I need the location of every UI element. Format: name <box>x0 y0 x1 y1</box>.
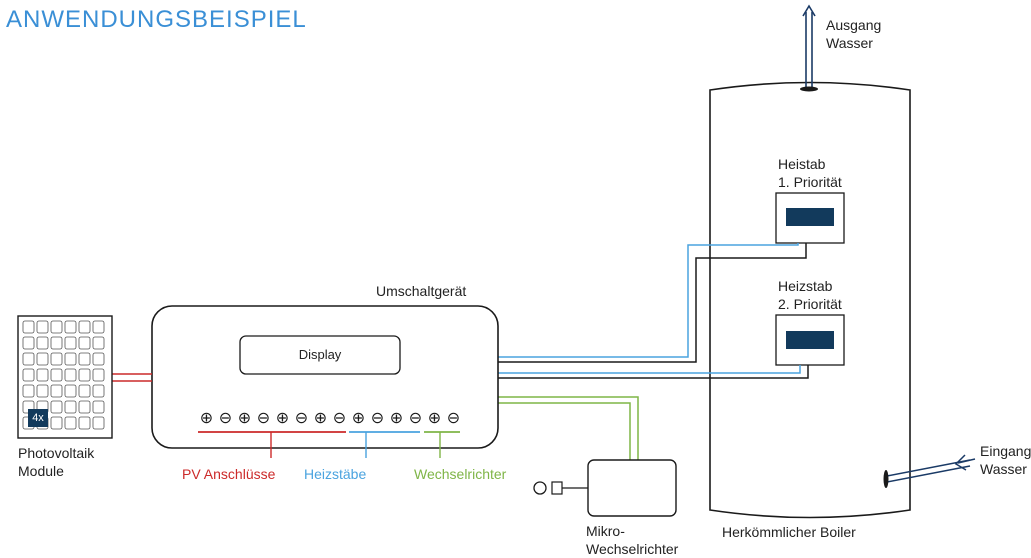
pv-cell <box>78 352 91 366</box>
inverter-ports-label: Wechselrichter <box>414 466 507 482</box>
pv-cell <box>64 336 77 350</box>
pv-cell <box>50 416 63 430</box>
pv-cell <box>36 384 49 398</box>
pv-cell <box>92 336 105 350</box>
pv-cell <box>36 352 49 366</box>
pv-modules-label: Photovoltaik Module <box>18 444 94 480</box>
pv-wires <box>112 373 152 382</box>
terminal-minus: ⊖ <box>370 410 385 427</box>
pv-cell <box>22 384 35 398</box>
terminal-plus: ⊕ <box>389 410 404 427</box>
terminal-minus: ⊖ <box>256 410 271 427</box>
pv-cell <box>50 368 63 382</box>
pv-cell <box>78 384 91 398</box>
inverter-wires <box>498 396 639 460</box>
terminal-minus: ⊖ <box>218 410 233 427</box>
pv-cell <box>78 400 91 414</box>
pv-cell <box>36 368 49 382</box>
pv-cell <box>78 368 91 382</box>
pv-cell <box>36 320 49 334</box>
heater-1-line-1: Heistab <box>778 156 826 172</box>
pv-cell <box>92 320 105 334</box>
terminal-minus: ⊖ <box>408 410 423 427</box>
pv-ports-label: PV Anschlüsse <box>182 466 276 482</box>
terminal-groups <box>198 431 460 458</box>
terminal-minus: ⊖ <box>446 410 461 427</box>
switch-device-label: Umschaltgerät <box>376 283 467 299</box>
pv-panel <box>17 315 113 439</box>
inlet-line-2: Wasser <box>980 461 1027 477</box>
outlet-pipe <box>800 4 818 92</box>
pv-line-1: Photovoltaik <box>18 445 95 461</box>
micro-line-2: Wechselrichter <box>586 541 679 557</box>
heater-2-box <box>775 314 845 366</box>
heater-wires <box>498 243 809 379</box>
pv-cell <box>50 336 63 350</box>
pv-cell <box>50 384 63 398</box>
micro-inverter-label: Mikro- Wechselrichter <box>586 522 678 558</box>
pv-cell <box>78 416 91 430</box>
diagram-title: ANWENDUNGSBEISPIEL <box>6 6 307 33</box>
pv-cell <box>78 320 91 334</box>
pv-count-badge: 4x <box>32 412 44 424</box>
heater-2-line-1: Heizstab <box>778 278 833 294</box>
terminal-minus: ⊖ <box>294 410 309 427</box>
inlet-water-label: Eingang Wasser <box>980 442 1031 478</box>
terminal-row: ⊕⊖⊕⊖⊕⊖⊕⊖⊕⊖⊕⊖⊕⊖ <box>197 410 463 428</box>
display-label: Display <box>298 347 342 362</box>
pv-cell <box>50 320 63 334</box>
pv-cell <box>50 352 63 366</box>
pv-cell <box>92 352 105 366</box>
terminal-plus: ⊕ <box>275 410 290 427</box>
micro-inverter <box>533 459 677 517</box>
pv-cell <box>92 368 105 382</box>
terminal-plus: ⊕ <box>237 410 252 427</box>
pv-cell <box>64 368 77 382</box>
pv-cell <box>78 336 91 350</box>
pv-cell <box>92 416 105 430</box>
terminal-plus: ⊕ <box>351 410 366 427</box>
pv-cell <box>22 336 35 350</box>
pv-cell <box>22 320 35 334</box>
outlet-line-2: Wasser <box>826 35 873 51</box>
heater-1-box <box>775 192 845 244</box>
pv-cell <box>64 400 77 414</box>
micro-line-1: Mikro- <box>586 523 625 539</box>
pv-cell <box>64 320 77 334</box>
pv-cell <box>92 384 105 398</box>
boiler-label: Herkömmlicher Boiler <box>722 524 856 540</box>
pv-cell <box>22 352 35 366</box>
switch-device <box>151 305 499 449</box>
terminal-minus: ⊖ <box>332 410 347 427</box>
heater-2-line-2: 2. Priorität <box>778 296 842 312</box>
terminal-plus: ⊕ <box>313 410 328 427</box>
pv-cell <box>36 336 49 350</box>
heater-ports-label: Heizstäbe <box>304 466 367 482</box>
terminal-plus: ⊕ <box>199 410 214 427</box>
outlet-water-label: Ausgang Wasser <box>826 16 881 52</box>
terminal-plus: ⊕ <box>427 410 442 427</box>
heater-1-label: Heistab 1. Priorität <box>778 155 842 191</box>
boiler <box>709 81 911 519</box>
heater-2-label: Heizstab 2. Priorität <box>778 277 842 313</box>
pv-line-2: Module <box>18 463 64 479</box>
inlet-pipe <box>883 454 976 488</box>
pv-cell <box>64 416 77 430</box>
pv-cell <box>64 384 77 398</box>
heater-1-line-2: 1. Priorität <box>778 174 842 190</box>
pv-cell <box>64 352 77 366</box>
pv-cell <box>22 368 35 382</box>
pv-cell <box>50 400 63 414</box>
pv-cell <box>92 400 105 414</box>
outlet-line-1: Ausgang <box>826 17 882 33</box>
inlet-line-1: Eingang <box>980 443 1031 459</box>
